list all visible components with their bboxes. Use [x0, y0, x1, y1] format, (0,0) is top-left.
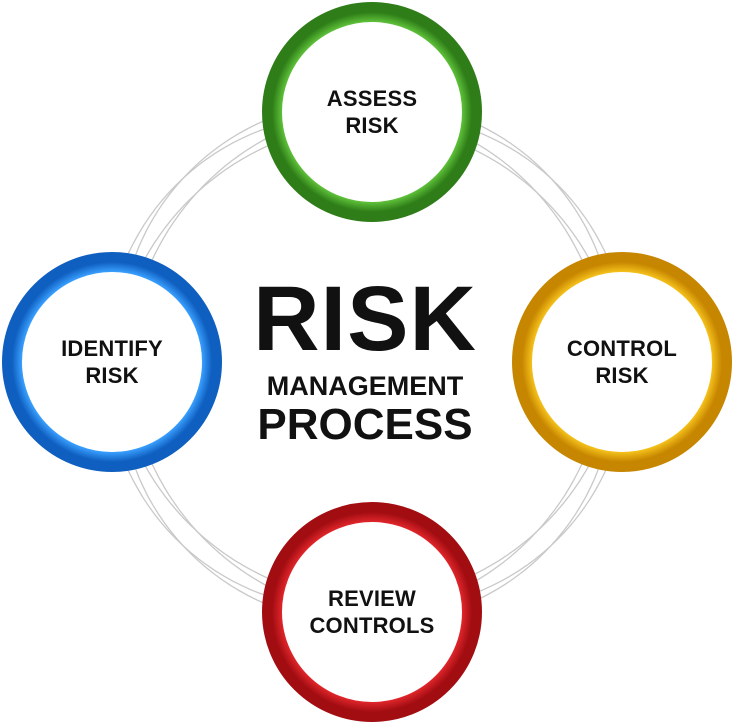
- node-assess-line1: ASSESS: [326, 86, 418, 111]
- center-title-risk: RISK: [253, 268, 477, 370]
- node-review-line2: CONTROLS: [309, 613, 435, 638]
- center-title: RISK MANAGEMENT PROCESS: [230, 268, 500, 449]
- node-review-controls: REVIEW CONTROLS: [297, 572, 447, 652]
- node-ring-assess: [262, 2, 482, 222]
- node-ring-review: [262, 502, 482, 722]
- node-assess-line2: RISK: [345, 113, 399, 138]
- node-ring-control: [512, 252, 732, 472]
- center-title-process: PROCESS: [257, 400, 473, 449]
- node-assess-risk: ASSESS RISK: [302, 72, 442, 152]
- node-control-line1: CONTROL: [566, 336, 678, 361]
- node-identify-risk: IDENTIFY RISK: [42, 322, 182, 402]
- node-review-line1: REVIEW: [328, 586, 416, 611]
- node-identify-line1: IDENTIFY: [61, 336, 163, 361]
- node-ring-identify: [2, 252, 222, 472]
- node-control-risk: CONTROL RISK: [552, 322, 692, 402]
- center-title-management: MANAGEMENT: [266, 371, 464, 401]
- node-identify-line2: RISK: [85, 363, 139, 388]
- node-control-line2: RISK: [595, 363, 649, 388]
